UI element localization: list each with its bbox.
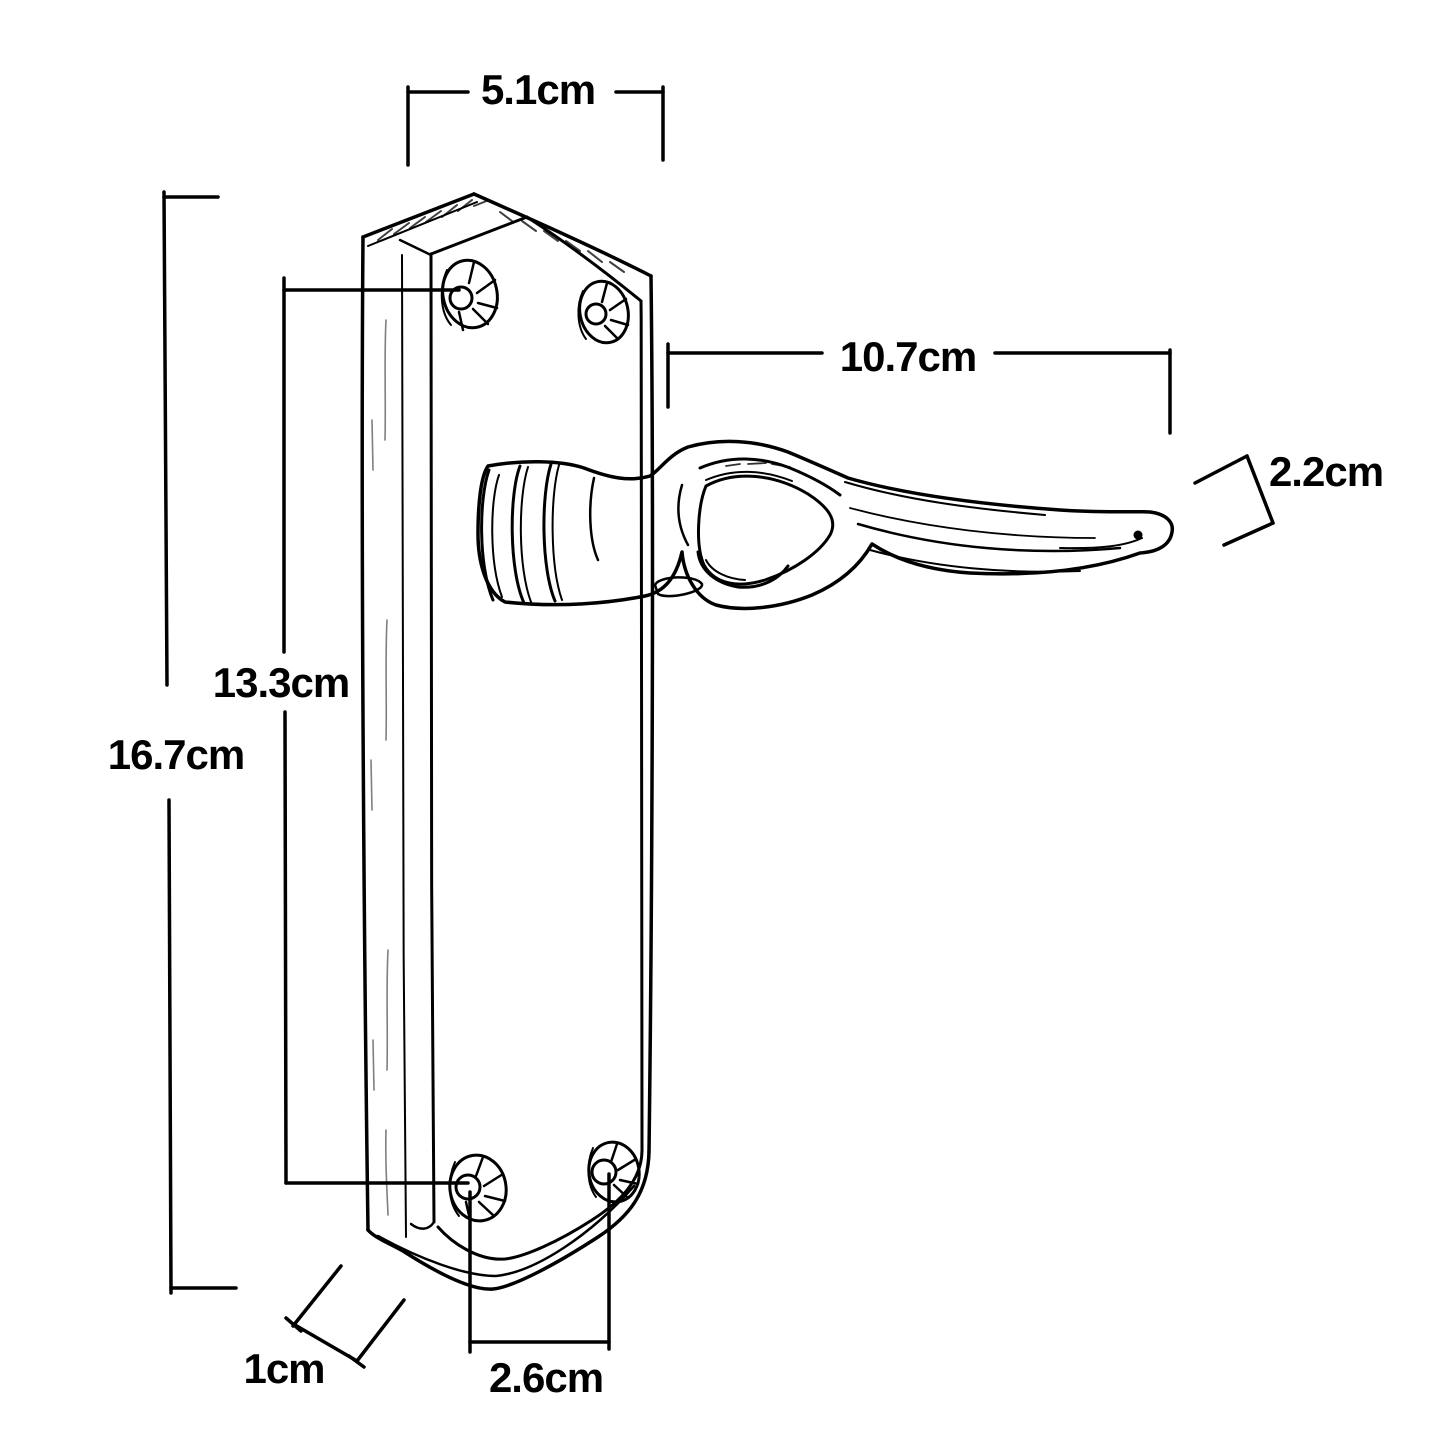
backplate-front-left-edge bbox=[429, 252, 436, 1224]
backplate-front-chamfer bbox=[525, 215, 643, 303]
backplate bbox=[360, 192, 655, 1291]
backplate-right-edge-outer bbox=[647, 274, 655, 1154]
backplate-bottom-band bbox=[376, 1184, 636, 1278]
lever-detail-lines bbox=[480, 457, 1143, 605]
screw-hole-top-left bbox=[440, 258, 499, 332]
label-plate-top-width: 5.1cm bbox=[481, 66, 595, 113]
dim-screw-spacing-vertical-lines bbox=[282, 276, 470, 1185]
screw-holes bbox=[440, 258, 641, 1223]
screw-hole-bottom-right bbox=[587, 1140, 641, 1204]
backplate-front-right-edge bbox=[639, 299, 645, 1152]
screw-hole-bottom-left bbox=[448, 1153, 508, 1223]
backplate-bottom-outer bbox=[366, 1150, 651, 1291]
dim-lever-length-lines bbox=[666, 342, 1172, 435]
dim-plate-top-width-lines bbox=[406, 85, 665, 167]
lever-tip-dot bbox=[1133, 530, 1143, 540]
dimension-labels: 5.1cm 10.7cm 2.2cm 13.3cm 16.7cm 1cm 2.6… bbox=[108, 66, 1384, 1401]
dim-lever-end-width-lines bbox=[1193, 454, 1275, 547]
label-lever-length: 10.7cm bbox=[840, 333, 976, 380]
label-lever-end-width: 2.2cm bbox=[1269, 448, 1383, 495]
label-screw-spacing-horizontal: 2.6cm bbox=[489, 1354, 603, 1401]
dim-plate-height-lines bbox=[162, 190, 238, 1295]
dimension-lines bbox=[162, 85, 1275, 1369]
backplate-front-corner-hook bbox=[409, 1220, 436, 1230]
backplate-right-chamfer-outer bbox=[472, 192, 653, 278]
bevel-hatching bbox=[377, 199, 625, 273]
dim-plate-depth-lines bbox=[284, 1264, 406, 1369]
label-plate-depth: 1cm bbox=[243, 1345, 324, 1392]
backplate-top-ridge bbox=[361, 192, 476, 239]
left-edge-texture bbox=[370, 319, 389, 1216]
backplate-depth-line bbox=[400, 254, 407, 1238]
lever-handle bbox=[476, 439, 1175, 611]
dim-screw-spacing-horizontal-lines bbox=[468, 1172, 611, 1354]
backplate-front-top-edge bbox=[429, 215, 529, 256]
backplate-left-edge bbox=[360, 235, 370, 1232]
screw-hole-top-right bbox=[577, 279, 630, 345]
label-plate-height: 16.7cm bbox=[108, 731, 244, 778]
label-screw-spacing-vertical: 13.3cm bbox=[213, 659, 349, 706]
backplate-corner-diagonal bbox=[398, 238, 433, 257]
lever-silhouette bbox=[476, 439, 1175, 611]
